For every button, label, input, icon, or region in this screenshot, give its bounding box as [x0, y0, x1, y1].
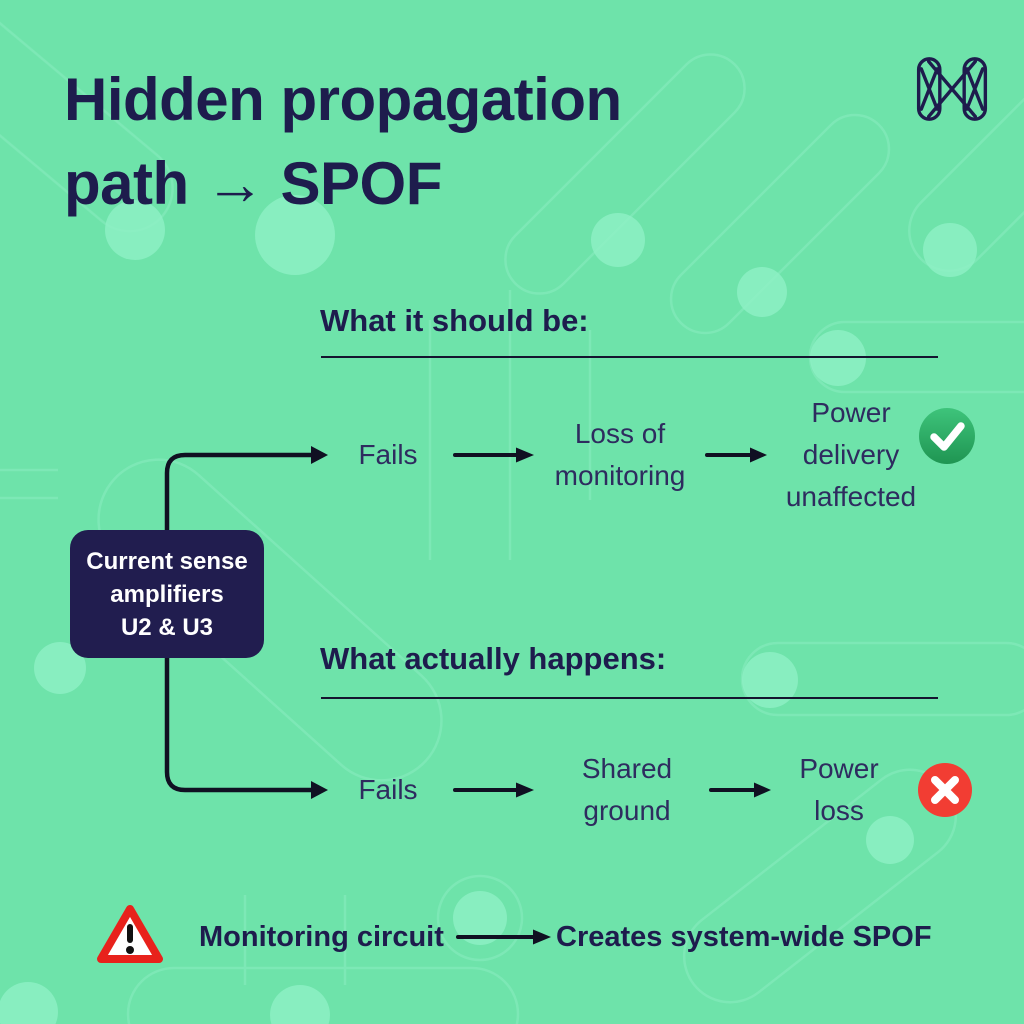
footer-result: Creates system-wide SPOF — [556, 921, 932, 953]
source-node-current-sense-amplifiers: Current sense amplifiers U2 & U3 — [70, 530, 264, 658]
footer-label: Monitoring circuit — [199, 921, 444, 953]
step-fails-row2: Fails — [358, 774, 418, 805]
section-heading-should-be: What it should be: — [320, 303, 589, 338]
warning-triangle-icon — [97, 905, 163, 963]
step-loss-of-monitoring: Loss of monitoring — [554, 418, 686, 491]
cross-badge-icon — [918, 763, 972, 817]
section-rule-actually-happens — [321, 697, 938, 699]
arrow-icon — [709, 782, 771, 798]
arrow-icon — [456, 929, 551, 945]
step-shared-ground: Shared ground — [581, 753, 673, 826]
page-title-line2: path → SPOF — [64, 150, 442, 217]
page-title-line1: Hidden propagation — [64, 66, 622, 133]
step-fails-row1: Fails — [358, 439, 418, 470]
section-heading-actually-happens: What actually happens: — [320, 641, 667, 676]
lattice-m-logo-icon — [916, 57, 988, 121]
arrow-icon — [453, 782, 534, 798]
page-title: Hidden propagation path → SPOF — [64, 58, 622, 226]
step-power-loss: Power loss — [799, 753, 879, 826]
section-rule-should-be — [321, 356, 938, 358]
step-power-delivery-unaffected: Power delivery unaffected — [785, 397, 917, 512]
check-badge-icon — [919, 408, 975, 464]
arrow-icon — [453, 447, 534, 463]
arrow-icon — [705, 447, 767, 463]
